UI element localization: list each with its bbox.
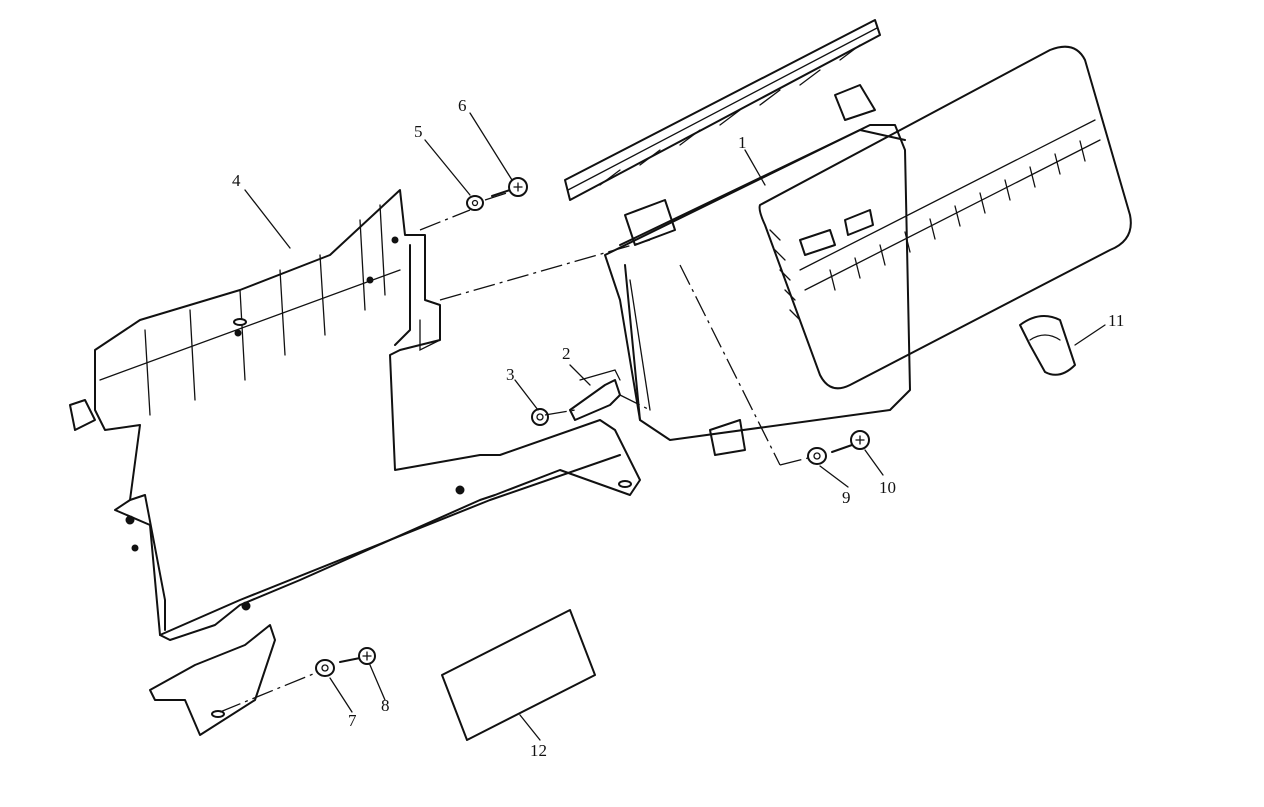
callout-11: 11 [1108, 311, 1125, 330]
callout-1: 1 [738, 133, 747, 152]
instrument-cluster [564, 19, 1132, 456]
callout-5: 5 [414, 122, 423, 141]
callout-2: 2 [562, 344, 571, 363]
mounting-clip [569, 369, 621, 421]
nut [531, 408, 549, 426]
callout-8: 8 [381, 696, 390, 715]
screw-8 [339, 647, 376, 665]
clip [1019, 315, 1076, 376]
callout-6: 6 [458, 96, 467, 115]
washer-9 [807, 447, 827, 465]
mounting-bracket-frame [69, 189, 641, 736]
washer-5 [466, 195, 484, 211]
callout-3: 3 [506, 365, 515, 384]
callout-10: 10 [879, 478, 896, 497]
callout-12: 12 [530, 741, 547, 760]
callout-4: 4 [232, 171, 241, 190]
leader-lines [244, 112, 1106, 741]
label-plate [441, 609, 596, 741]
screw-10 [831, 430, 870, 453]
callout-9: 9 [842, 488, 851, 507]
washer-7 [315, 659, 335, 677]
assembly-lines [219, 191, 809, 713]
callout-7: 7 [348, 711, 357, 730]
screw-6 [491, 177, 528, 197]
